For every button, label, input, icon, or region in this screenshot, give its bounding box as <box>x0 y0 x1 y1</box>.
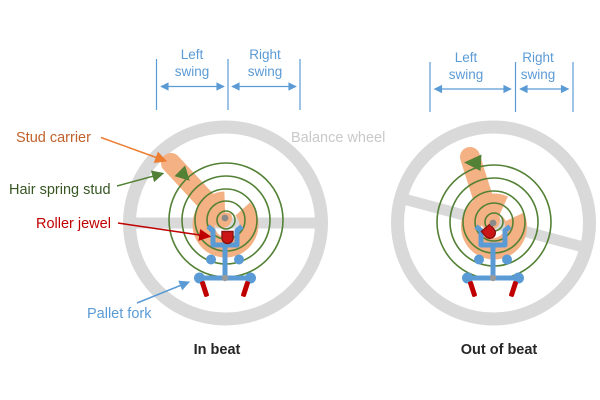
stud-carrier-label: Stud carrier <box>16 130 91 146</box>
balance-assembly-out-of-beat <box>391 120 596 326</box>
roller-jewel-label: Roller jewel <box>36 216 111 232</box>
pallet-fork-label: Pallet fork <box>87 306 152 322</box>
in-beat-caption: In beat <box>193 342 241 358</box>
swing-scale-in-beat <box>155 59 301 110</box>
balance-staff-dot <box>221 214 229 222</box>
hair-spring-stud-triangle <box>174 165 190 181</box>
in-beat-right-swing-label: Right swing <box>247 47 283 79</box>
roller-jewel-shape <box>480 223 497 239</box>
swing-scale-out-of-beat <box>429 62 574 112</box>
in-beat-left-swing-label: Left swing <box>174 47 210 79</box>
fork-side-dot-right <box>234 254 244 265</box>
fork-side-dot-right <box>502 254 512 265</box>
fork-end-dot-left <box>194 272 205 284</box>
roller-jewel-arrow <box>117 222 212 241</box>
fork-side-dot-left <box>206 254 216 265</box>
pallet-jewel-right <box>509 281 518 297</box>
pallet-fork-shape <box>462 224 524 297</box>
stud-carrier-arrow <box>100 136 168 163</box>
balance-assembly-in-beat <box>123 120 328 326</box>
out-of-beat-caption: Out of beat <box>460 342 538 358</box>
fork-side-dot-left <box>474 254 484 265</box>
balance-wheel-rim <box>391 120 596 326</box>
out-of-beat-left-swing-label: Left swing <box>448 50 484 82</box>
fork-end-dot-right <box>513 272 524 284</box>
pallet-fork-arrow <box>136 280 190 304</box>
fork-end-dot-right <box>245 272 256 284</box>
balance-staff-dot <box>489 219 497 227</box>
fork-pivot-dot <box>489 274 497 282</box>
roller-jewel-shape <box>221 230 234 245</box>
pallet-fork-shape <box>194 224 256 297</box>
annotation-arrows <box>100 136 212 304</box>
out-of-beat-right-swing-label: Right swing <box>520 50 556 82</box>
fork-pivot-dot <box>221 274 229 282</box>
pallet-jewel-left <box>468 281 477 297</box>
balance-wheel-label: Balance wheel <box>291 130 386 146</box>
hair-spring-stud-triangle <box>464 154 482 171</box>
collar-notch <box>499 194 526 221</box>
fork-end-dot-left <box>462 272 473 284</box>
hair-spring-stud-label: Hair spring stud <box>9 182 111 198</box>
hair-spring-stud-arrow <box>116 170 165 187</box>
pallet-jewel-right <box>241 281 250 297</box>
pallet-jewel-left <box>200 281 209 297</box>
